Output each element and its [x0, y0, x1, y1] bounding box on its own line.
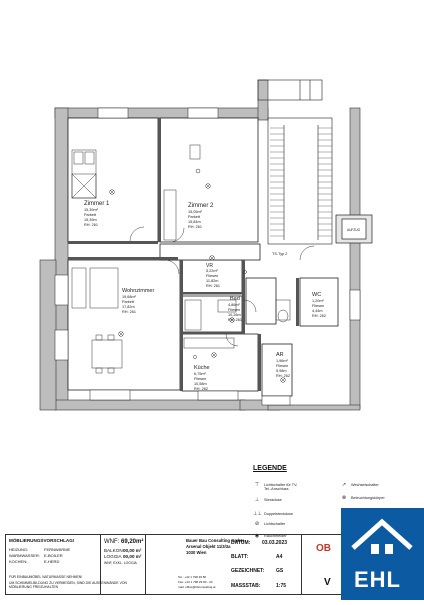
- legend-item-label: Tel.-Anschluss: [264, 487, 289, 491]
- interior-walls: [68, 118, 299, 391]
- svg-text:1,96m²: 1,96m²: [276, 359, 289, 363]
- socket-icon: ⊥: [254, 497, 260, 503]
- room-name-wc: WC: [312, 292, 321, 298]
- room-name-ar: AR: [276, 352, 284, 358]
- legend-item: ⊥⊥Doppelsteckdose: [253, 511, 293, 517]
- elevator-label: AUFZUG: [347, 228, 361, 232]
- room-name-vr: VR: [206, 263, 213, 269]
- legend-item-label: Lichtschalter für TV,: [264, 483, 298, 487]
- svg-text:RH: 261: RH: 261: [188, 225, 202, 229]
- svg-text:5,98m: 5,98m: [276, 369, 287, 373]
- svg-text:15,84m: 15,84m: [188, 220, 201, 224]
- tb-company: Bauer Bau Consulting GmbH Arsenal Objekt…: [178, 538, 244, 589]
- svg-text:Fliesen: Fliesen: [276, 364, 288, 368]
- elevator-shaft: [335, 214, 373, 244]
- title-block: MÖBLIERUNGSVORSCHLAG! HEIZUNG: FERNWÄRME…: [5, 534, 419, 595]
- ehl-logo: [341, 508, 424, 600]
- svg-text:RH: 261: RH: 261: [228, 318, 242, 322]
- switch-icon: ⊘: [254, 521, 260, 527]
- legend-item: ⊗ Beleuchtungskörper: [340, 495, 385, 501]
- svg-text:Fliesen: Fliesen: [194, 377, 206, 381]
- rooms-outline: [67, 117, 339, 397]
- svg-text:Fliesen: Fliesen: [228, 308, 240, 312]
- svg-text:Parkett: Parkett: [84, 213, 97, 217]
- legend-item: ⊘ Lichtschalter: [253, 521, 285, 527]
- object-label: OB: [316, 543, 331, 554]
- ehl-logo-text: EHL: [354, 567, 401, 592]
- svg-text:Parkett: Parkett: [188, 215, 201, 219]
- version-label: V: [324, 577, 331, 588]
- svg-text:17,82m: 17,82m: [122, 305, 135, 309]
- room-name-bad: Bad: [230, 296, 240, 302]
- stair-steps: [270, 127, 332, 237]
- changeover-switch-icon: ↗: [341, 482, 347, 488]
- floor-plan: Zimmer 1 15,39m² Parkett 15,39m RH: 261 …: [39, 79, 373, 411]
- legend-item-label: Lichtschalter: [264, 522, 286, 526]
- house-roof-icon: [351, 518, 413, 554]
- legend-item-label: Beleuchtungskörper: [351, 496, 385, 500]
- tb-drawing-info: DATUM: 03.03.2023 BLATT: A4 GEZEICHNET: …: [228, 535, 302, 594]
- tb-furnishing: MÖBLIERUNGSVORSCHLAG! HEIZUNG: FERNWÄRME…: [6, 535, 101, 594]
- svg-text:RH: 261: RH: 261: [84, 223, 98, 227]
- double-socket-icon: ⊥⊥: [253, 511, 262, 517]
- legend-item: ↗ Wechselschalter: [340, 482, 379, 488]
- legend-item: ◉ Rauchmelder: [253, 533, 287, 539]
- tb-note-1: FÜR EINBAUMÖBEL NATURMASSE NEHMEN!: [9, 575, 83, 579]
- legend-item: Tel.-Anschluss: [253, 487, 288, 491]
- svg-text:6,75m²: 6,75m²: [194, 372, 207, 376]
- svg-text:10,26m: 10,26m: [228, 313, 241, 317]
- svg-text:4,86m²: 4,86m²: [228, 303, 241, 307]
- legend-item: ⊤ Lichtschalter für TV,: [253, 482, 298, 488]
- legend-item-label: Doppelsteckdose: [264, 512, 294, 516]
- svg-text:RH: 261: RH: 261: [122, 310, 136, 314]
- electrical-symbols: [109, 168, 286, 383]
- svg-text:11,82m: 11,82m: [206, 279, 218, 283]
- legend-item-label: Wechselschalter: [351, 483, 379, 487]
- svg-text:RH: 262: RH: 262: [276, 374, 290, 378]
- tb-note-2: UM SCHIMMELBILDUNG ZU VERMEIDEN, SIND DI…: [9, 581, 127, 589]
- svg-text:Parkett: Parkett: [122, 300, 135, 304]
- svg-text:Fliesen: Fliesen: [312, 304, 324, 308]
- light-outlet-icon: ⊗: [341, 495, 347, 501]
- room-labels: Zimmer 1 15,39m² Parkett 15,39m RH: 261 …: [84, 201, 361, 391]
- svg-text:RH: 262: RH: 262: [194, 387, 208, 391]
- legend-title: LEGENDE: [253, 465, 287, 472]
- ts-type-label: TS-Typ 2: [272, 252, 287, 256]
- stairwell: [267, 117, 333, 245]
- balcony-stair: [257, 79, 323, 101]
- svg-text:15,05m²: 15,05m²: [188, 210, 203, 214]
- smoke-detector-icon: ◉: [254, 533, 260, 539]
- legend-item-label: Steckdose: [264, 498, 282, 502]
- legend-item-label: Rauchmelder: [264, 534, 287, 538]
- svg-text:15,39m²: 15,39m²: [84, 208, 99, 212]
- windows: [54, 107, 361, 406]
- svg-text:RH: 262: RH: 262: [312, 314, 326, 318]
- legend-item: ⊥ Steckdose: [253, 497, 282, 503]
- room-name-kueche: Küche: [194, 365, 210, 371]
- tb-area: WNF: 69,20m² BALKON 00,00 m² LOGGIA 00,0…: [101, 535, 146, 594]
- room-name-wohnzimmer: Wohnzimmer: [122, 288, 154, 294]
- doors: [129, 226, 315, 347]
- svg-text:15,39m: 15,39m: [84, 218, 97, 222]
- tv-icon: ⊤: [254, 482, 260, 488]
- room-name-zimmer2: Zimmer 2: [188, 203, 214, 209]
- room-name-zimmer1: Zimmer 1: [84, 201, 110, 207]
- svg-text:1,20m²: 1,20m²: [312, 299, 325, 303]
- svg-text:19,68m²: 19,68m²: [122, 295, 137, 299]
- svg-text:RH: 261: RH: 261: [206, 284, 220, 288]
- svg-text:4,44m: 4,44m: [312, 309, 323, 313]
- svg-text:10,58m: 10,58m: [194, 382, 207, 386]
- furniture: [71, 144, 291, 374]
- svg-text:5,22m²: 5,22m²: [206, 269, 219, 273]
- svg-text:Fliesen: Fliesen: [206, 274, 218, 278]
